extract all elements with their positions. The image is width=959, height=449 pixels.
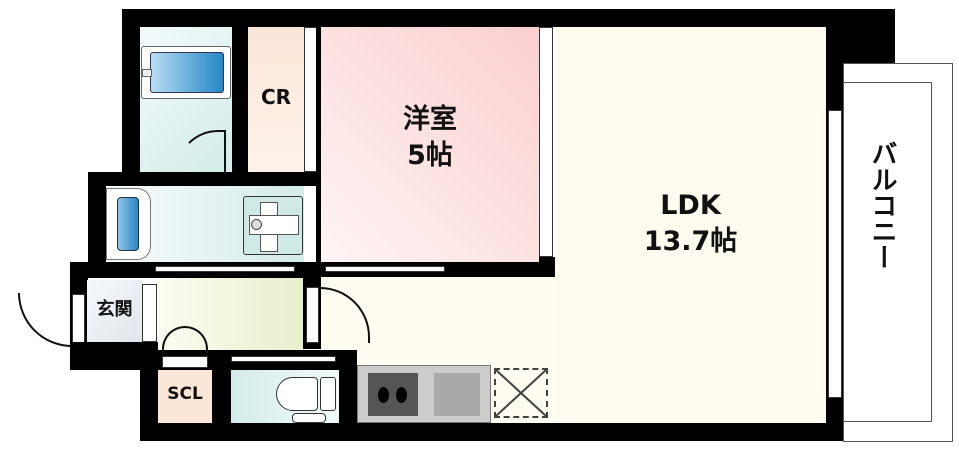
entrance-door-swing-icon	[18, 293, 72, 347]
wash-sliding-door[interactable]	[155, 266, 295, 272]
cr-label: CR	[260, 85, 292, 109]
balcony-inner	[844, 82, 932, 422]
stove-icon	[368, 373, 418, 416]
bathtub-icon	[141, 46, 231, 99]
wall-left-upper	[122, 9, 140, 177]
ldk-label: LDK	[660, 190, 721, 221]
ldk-door[interactable]	[306, 287, 319, 343]
ldk-size: 13.7帖	[643, 226, 738, 257]
scl-door[interactable]	[162, 356, 208, 368]
kitchen-counter	[357, 365, 491, 423]
wall-wash-left	[88, 172, 106, 272]
room-scl	[158, 370, 212, 423]
western-room-sliding-door-right[interactable]	[539, 27, 553, 257]
entrance-label: 玄関	[96, 299, 133, 320]
room-western	[321, 27, 539, 262]
room-cr	[248, 27, 304, 172]
toilet-sliding-door[interactable]	[231, 356, 336, 362]
washing-machine-pan-icon	[243, 196, 303, 255]
room-ldk	[555, 27, 826, 423]
toilet-icon	[276, 377, 338, 415]
washbasin-icon	[106, 188, 151, 260]
western-room-sliding-door-bottom[interactable]	[325, 266, 445, 272]
wall-bath-cr	[232, 9, 248, 177]
sink-icon	[434, 373, 480, 416]
refrigerator-space-icon	[494, 368, 548, 418]
western-room-size: 5帖	[407, 140, 453, 171]
western-room-label: 洋室	[403, 104, 457, 135]
wall-top	[122, 9, 837, 27]
scl-label: SCL	[167, 384, 203, 404]
entrance-door[interactable]	[72, 294, 85, 346]
wall-cr-right	[316, 27, 321, 277]
wall-wash-top	[88, 172, 321, 186]
entrance-hall-step	[142, 284, 157, 342]
room-entrance	[87, 280, 142, 342]
ldk-balcony-window[interactable]	[828, 110, 842, 398]
balcony-label: バルコニー	[867, 140, 897, 270]
toilet-control-panel-icon	[292, 413, 326, 423]
